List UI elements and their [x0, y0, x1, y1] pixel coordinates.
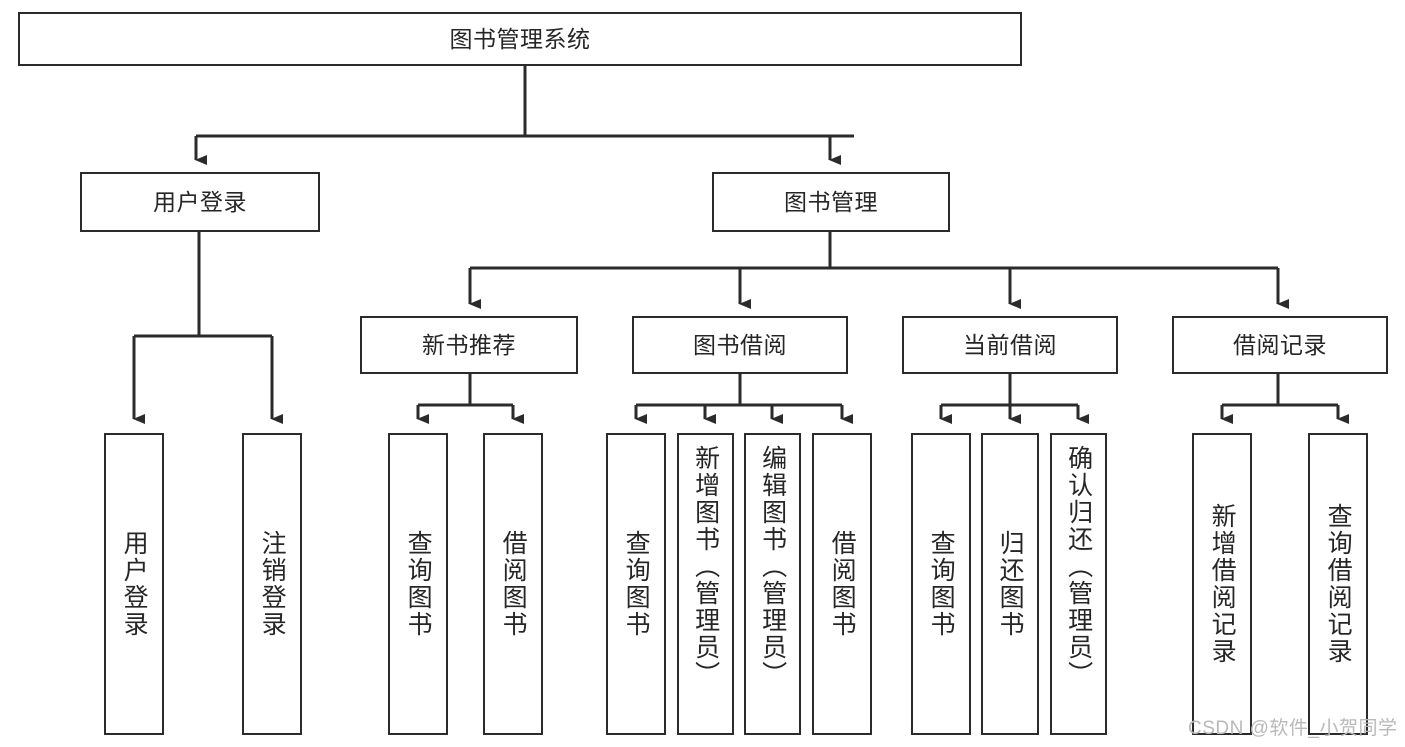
node-leaf-borrow-book-recommend[interactable]: 借阅图书 — [483, 433, 543, 735]
node-user-login[interactable]: 用户登录 — [80, 172, 320, 232]
node-borrow-record[interactable]: 借阅记录 — [1172, 316, 1388, 374]
node-leaf-query-book-recommend[interactable]: 查询图书 — [388, 433, 448, 735]
node-book-borrow-label: 图书借阅 — [693, 331, 787, 358]
node-new-book-recommend[interactable]: 新书推荐 — [360, 316, 578, 374]
node-leaf-query-book-current-label: 查询图书 — [927, 530, 956, 638]
node-current-borrow-label: 当前借阅 — [963, 331, 1057, 358]
node-borrow-record-label: 借阅记录 — [1233, 331, 1327, 358]
node-leaf-edit-book-admin-label: 编辑图书（管理员） — [758, 445, 787, 688]
node-leaf-edit-book-admin[interactable]: 编辑图书（管理员） — [744, 433, 801, 735]
node-leaf-confirm-return-admin-label: 确认归还（管理员） — [1064, 445, 1093, 688]
node-new-book-recommend-label: 新书推荐 — [422, 331, 516, 358]
node-leaf-logout-label: 注销登录 — [258, 530, 287, 638]
node-leaf-add-borrow-record[interactable]: 新增借阅记录 — [1192, 433, 1252, 735]
node-book-management-label: 图书管理 — [784, 188, 878, 215]
node-root-book-management-system[interactable]: 图书管理系统 — [18, 12, 1022, 66]
node-leaf-add-book-admin[interactable]: 新增图书（管理员） — [677, 433, 734, 735]
node-root-label: 图书管理系统 — [449, 25, 591, 52]
node-leaf-borrow-book[interactable]: 借阅图书 — [812, 433, 872, 735]
node-leaf-confirm-return-admin[interactable]: 确认归还（管理员） — [1050, 433, 1107, 735]
node-leaf-query-book-borrow-label: 查询图书 — [622, 530, 651, 638]
node-leaf-user-login[interactable]: 用户登录 — [104, 433, 164, 735]
node-leaf-borrow-book-recommend-label: 借阅图书 — [499, 530, 528, 638]
node-leaf-query-book-current[interactable]: 查询图书 — [911, 433, 971, 735]
node-book-management[interactable]: 图书管理 — [712, 172, 950, 232]
node-leaf-user-login-label: 用户登录 — [120, 530, 149, 638]
node-leaf-return-book[interactable]: 归还图书 — [981, 433, 1039, 735]
node-current-borrow[interactable]: 当前借阅 — [902, 316, 1118, 374]
node-user-login-label: 用户登录 — [153, 188, 247, 215]
node-leaf-logout[interactable]: 注销登录 — [242, 433, 302, 735]
node-leaf-query-book-borrow[interactable]: 查询图书 — [606, 433, 666, 735]
watermark-credit: CSDN @软件_小贺同学 — [1188, 718, 1398, 739]
node-book-borrow[interactable]: 图书借阅 — [632, 316, 848, 374]
node-leaf-query-borrow-record[interactable]: 查询借阅记录 — [1308, 433, 1368, 735]
node-leaf-add-book-admin-label: 新增图书（管理员） — [691, 445, 720, 688]
node-leaf-query-book-recommend-label: 查询图书 — [404, 530, 433, 638]
node-leaf-return-book-label: 归还图书 — [996, 530, 1025, 638]
node-leaf-borrow-book-label: 借阅图书 — [828, 530, 857, 638]
node-leaf-add-borrow-record-label: 新增借阅记录 — [1208, 503, 1237, 665]
node-leaf-query-borrow-record-label: 查询借阅记录 — [1324, 503, 1353, 665]
